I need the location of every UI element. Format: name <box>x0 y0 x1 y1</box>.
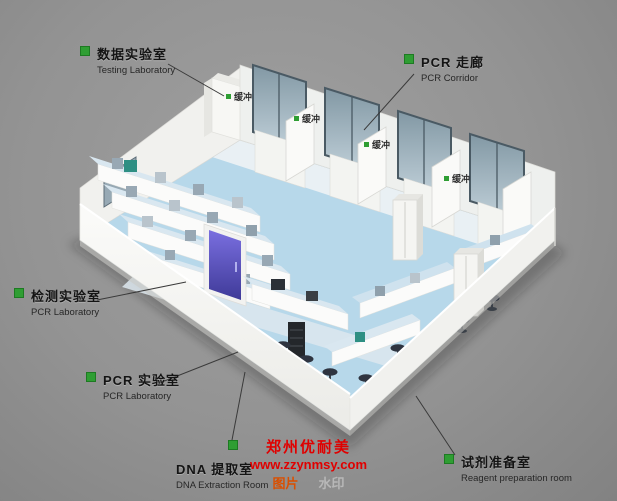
callout-en-label: PCR Laboratory <box>103 391 172 402</box>
callout-en-label: DNA Extraction Room <box>176 480 269 491</box>
callout-cn-label: DNA 提取室 <box>176 462 254 477</box>
callout-cn-label: PCR 走廊 <box>421 55 485 70</box>
callout-en-label: Reagent preparation room <box>461 473 572 484</box>
front-walls <box>79 203 556 436</box>
green-marker-icon <box>86 372 96 382</box>
green-marker-icon <box>14 288 24 298</box>
callout-testing-laboratory: 数据实验室 Testing Laboratory <box>80 44 175 76</box>
green-marker-icon <box>444 454 454 464</box>
watermark-url: www.zzynmsy.com <box>249 457 368 472</box>
callout-reagent-preparation-room: 试剂准备室 Reagent preparation room <box>444 452 572 484</box>
watermark-company: 郑州优耐美 <box>265 439 352 456</box>
callout-cn-label: 数据实验室 <box>97 47 168 62</box>
watermark-tag-picture: 图片 <box>272 476 299 491</box>
callout-cn-label: PCR 实验室 <box>103 373 181 388</box>
callout-detection-laboratory: 检测实验室 PCR Laboratory <box>14 286 101 318</box>
green-dot-icon <box>226 94 231 99</box>
green-dot-icon <box>364 142 369 147</box>
buffer-label-text: 缓冲 <box>234 92 253 102</box>
callout-en-label: PCR Laboratory <box>31 307 100 318</box>
buffer-label-text: 缓冲 <box>452 174 471 184</box>
buffer-room-label: 缓冲 <box>364 138 390 151</box>
callout-pcr-corridor: PCR 走廊 PCR Corridor <box>404 52 484 84</box>
equipment-rack <box>288 322 305 360</box>
watermark-tag-shuiyin: 水印 <box>318 476 345 491</box>
buffer-label-text: 缓冲 <box>372 140 391 150</box>
buffer-room-label: 缓冲 <box>294 112 320 125</box>
buffer-room-label: 缓冲 <box>226 90 252 103</box>
watermark: 郑州优耐美 www.zzynmsy.com 图片 水印 <box>250 436 367 492</box>
green-marker-icon <box>404 54 414 64</box>
callout-pcr-laboratory: PCR 实验室 PCR Laboratory <box>86 370 180 402</box>
monitor <box>271 279 285 290</box>
green-marker-icon <box>80 46 90 56</box>
monitor <box>306 291 318 301</box>
callout-en-label: Testing Laboratory <box>97 65 176 76</box>
buffer-room-label: 缓冲 <box>444 172 470 185</box>
green-dot-icon <box>444 176 449 181</box>
green-dot-icon <box>294 116 299 121</box>
monitor-teal <box>124 160 137 172</box>
callout-dna-extraction-room: DNA 提取室 DNA Extraction Room <box>176 438 268 491</box>
callout-cn-label: 试剂准备室 <box>461 455 532 470</box>
buffer-label-text: 缓冲 <box>302 114 321 124</box>
green-marker-icon <box>228 440 238 450</box>
callout-cn-label: 检测实验室 <box>31 289 102 304</box>
lab-door-purple <box>203 223 247 307</box>
callout-en-label: PCR Corridor <box>421 73 479 84</box>
center-island-bench <box>243 276 349 360</box>
